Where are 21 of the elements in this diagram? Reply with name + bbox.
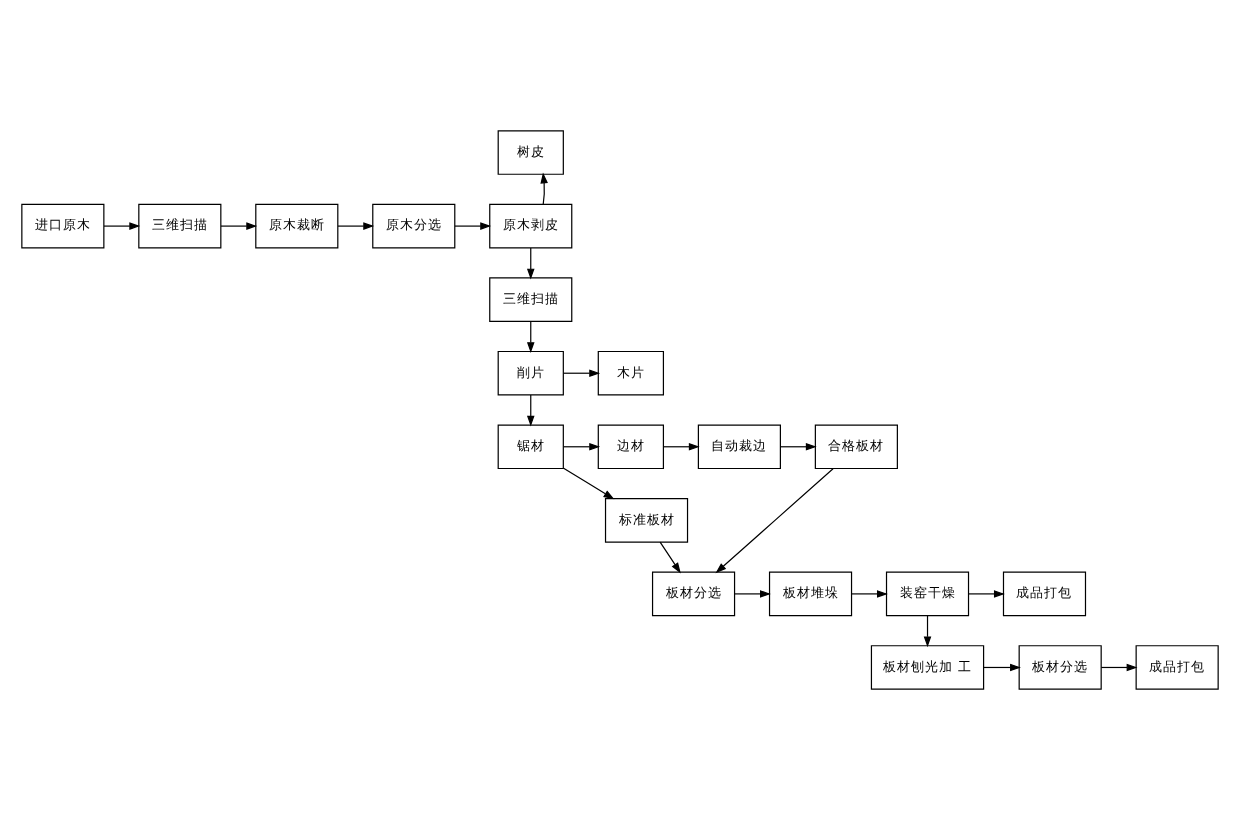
arrow — [563, 442, 601, 451]
arrow — [563, 369, 601, 378]
arrow — [923, 615, 932, 648]
arrow — [851, 590, 888, 598]
arrow — [563, 467, 615, 500]
arrow — [662, 442, 700, 451]
arrow — [526, 394, 535, 427]
arrow — [337, 222, 375, 230]
arrow — [526, 247, 535, 280]
arrow — [454, 222, 492, 230]
arrow — [103, 222, 141, 230]
arrow — [734, 590, 771, 598]
arrow — [220, 222, 258, 230]
arrow — [968, 590, 1005, 598]
arrow — [540, 172, 548, 205]
arrow — [715, 468, 834, 574]
arrow — [659, 541, 681, 574]
arrow — [526, 320, 535, 354]
arrow — [1100, 663, 1138, 672]
arrow — [983, 663, 1021, 672]
arrow — [779, 442, 817, 451]
